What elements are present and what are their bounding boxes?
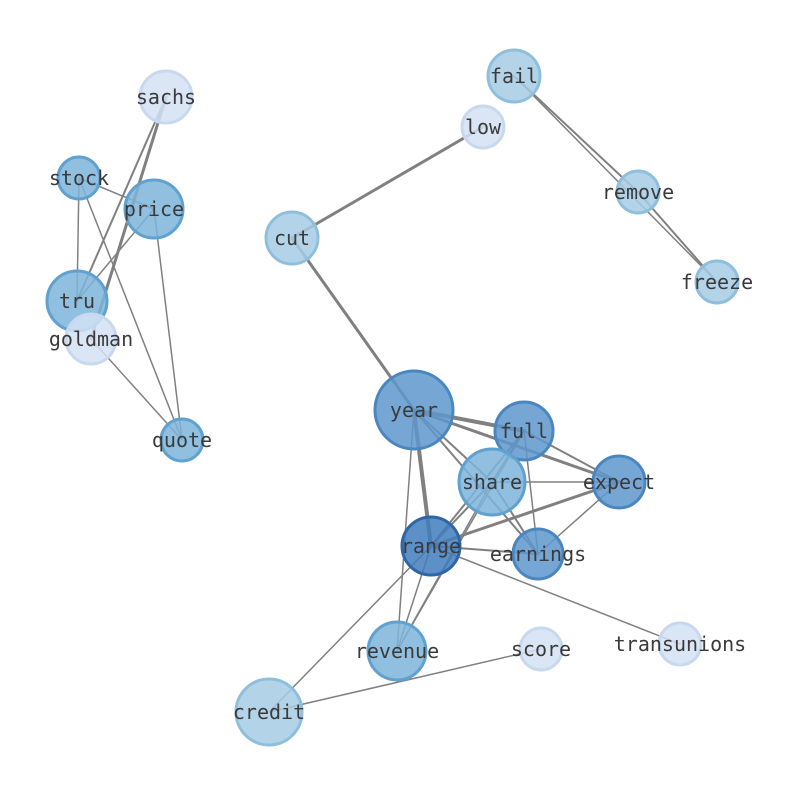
node-label-full: full	[500, 419, 548, 443]
node-stock: stock	[49, 155, 109, 201]
node-circle-full	[493, 400, 555, 462]
node-label-fail: fail	[490, 64, 538, 88]
node-circle-sachs	[138, 69, 194, 125]
edge-credit-score	[268, 648, 542, 713]
node-credit: credit	[233, 677, 305, 747]
node-label-credit: credit	[233, 700, 305, 724]
node-label-stock: stock	[49, 166, 109, 190]
node-cut: cut	[264, 210, 320, 266]
node-circle-cut	[264, 210, 320, 266]
node-circle-credit	[234, 677, 304, 747]
node-label-tru: tru	[59, 289, 95, 313]
node-circle-expect	[591, 454, 647, 510]
node-label-year: year	[390, 398, 438, 422]
nodes-layer: sachs stock price tru goldman quote fail low rem…	[45, 48, 753, 747]
node-label-sachs: sachs	[136, 85, 196, 109]
node-circle-goldman	[64, 312, 118, 366]
node-label-earnings: earnings	[490, 542, 586, 566]
node-label-remove: remove	[602, 180, 674, 204]
node-circle-year	[373, 369, 455, 451]
node-label-transunions: transunions	[614, 632, 746, 656]
edge-low-cut	[290, 125, 485, 240]
edge-expect-range	[429, 480, 621, 548]
node-circle-price	[123, 178, 185, 240]
node-quote: quote	[152, 417, 212, 463]
edge-stock-quote	[78, 177, 183, 441]
node-fail: fail	[486, 48, 542, 104]
edge-range-credit	[268, 545, 432, 713]
node-circle-score	[518, 626, 564, 672]
node-sachs: sachs	[136, 69, 196, 125]
node-circle-low	[460, 104, 506, 150]
node-label-share: share	[462, 470, 522, 494]
node-expect: expect	[583, 454, 655, 510]
node-circle-transunions	[657, 621, 703, 667]
node-label-range: range	[401, 534, 461, 558]
node-circle-share	[457, 447, 527, 517]
node-circle-range	[400, 515, 462, 577]
node-score: score	[511, 626, 571, 672]
edge-range-transunions	[430, 545, 681, 645]
node-circle-quote	[159, 417, 205, 463]
node-circle-revenue	[366, 620, 428, 682]
node-label-low: low	[465, 115, 502, 139]
node-label-cut: cut	[274, 226, 310, 250]
node-earnings: earnings	[490, 527, 586, 581]
node-label-quote: quote	[152, 428, 212, 452]
edge-sachs-tru	[76, 96, 167, 302]
node-transunions: transunions	[614, 621, 746, 667]
node-label-expect: expect	[583, 470, 655, 494]
edge-fail-freeze	[513, 75, 718, 283]
node-circle-earnings	[511, 527, 565, 581]
node-label-score: score	[511, 637, 571, 661]
node-circle-stock	[56, 155, 102, 201]
node-year: year	[373, 369, 455, 451]
node-revenue: revenue	[355, 620, 439, 682]
node-remove: remove	[602, 169, 674, 215]
edge-price-quote	[153, 208, 183, 441]
edge-fail-remove	[513, 75, 639, 193]
node-goldman: goldman	[49, 312, 133, 366]
node-label-freeze: freeze	[681, 270, 753, 294]
node-full: full	[493, 400, 555, 462]
node-label-revenue: revenue	[355, 639, 439, 663]
node-circle-remove	[615, 169, 661, 215]
node-share: share	[457, 447, 527, 517]
node-label-price: price	[124, 197, 184, 221]
node-price: price	[123, 178, 185, 240]
node-circle-fail	[486, 48, 542, 104]
node-range: range	[400, 515, 462, 577]
node-low: low	[460, 104, 506, 150]
node-label-goldman: goldman	[49, 327, 133, 351]
node-freeze: freeze	[681, 259, 753, 305]
node-circle-freeze	[694, 259, 740, 305]
